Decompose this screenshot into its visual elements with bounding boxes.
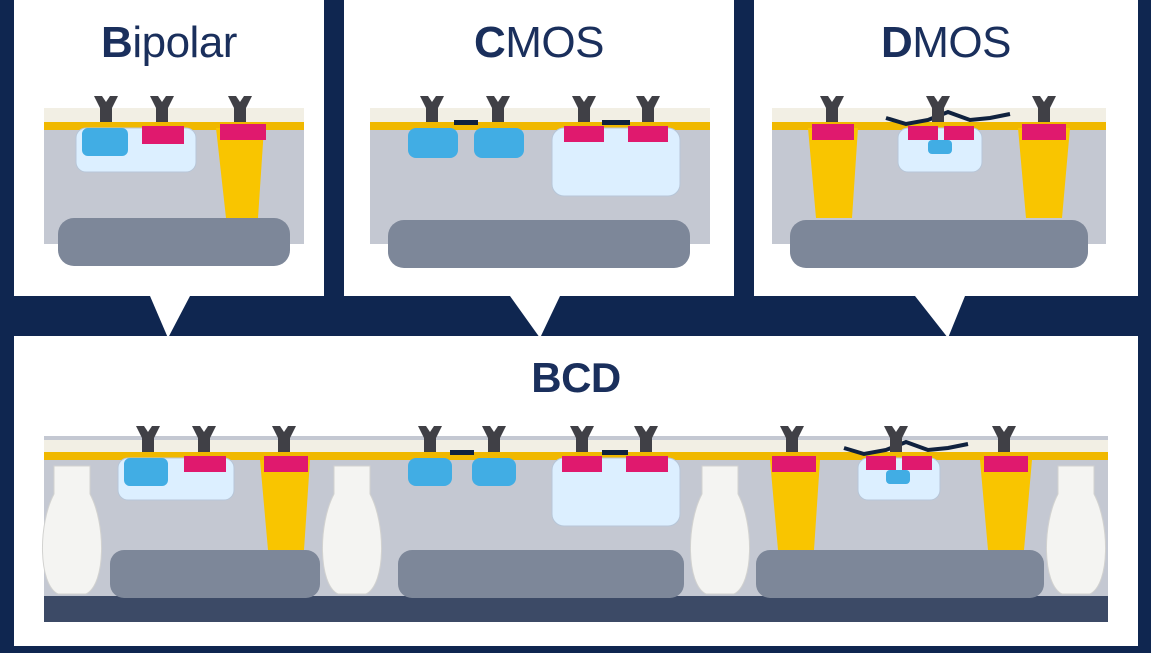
cmos-panel: CMOS [344,0,734,296]
dmos-cross-section [772,96,1106,268]
bcd-panel: BCD [14,336,1138,646]
dmos-panel: DMOS [754,0,1138,296]
pointer-dmos [915,296,965,338]
cmos-title: CMOS [473,18,605,67]
bipolar-cross-section [44,96,304,266]
pointer-cmos [510,296,560,338]
bcd-cross-section [41,426,1108,622]
bipolar-title: Bipolar [101,18,237,67]
pointer-bipolar [150,296,190,338]
bipolar-panel: Bipolar [14,0,324,296]
cmos-cross-section [370,96,710,268]
dmos-title: DMOS [880,18,1012,67]
bcd-title: BCD [531,354,621,401]
